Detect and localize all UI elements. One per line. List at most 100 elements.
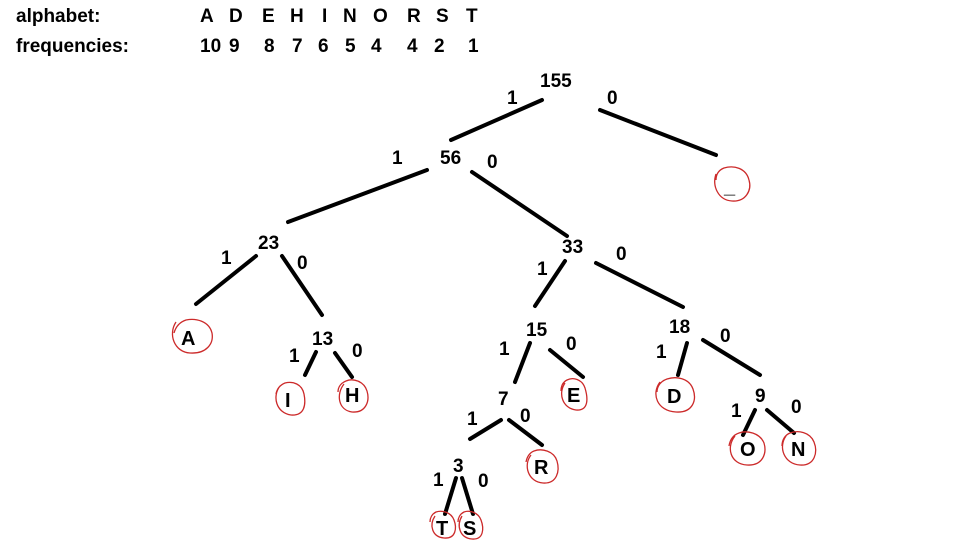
edge-18-right	[701, 338, 762, 377]
edge-9-right	[765, 408, 796, 435]
frequency-A: 10	[200, 36, 221, 57]
leaf-circle	[781, 431, 817, 466]
letter-D: D	[229, 6, 243, 27]
edge-13-right	[333, 351, 354, 379]
frequency-E: 8	[264, 36, 275, 57]
letter-O: O	[373, 6, 388, 27]
frequency-R: 4	[407, 36, 418, 57]
letter-R: R	[407, 6, 421, 27]
node-15: 15	[526, 320, 548, 341]
bit-root-left: 1	[507, 88, 518, 109]
frequencies-label: frequencies:	[16, 36, 129, 57]
frequency-H: 7	[292, 36, 303, 57]
edge-23-right	[280, 254, 324, 317]
leaf-N: N	[781, 431, 817, 466]
leaf-E: E	[560, 378, 588, 411]
tree-edges	[194, 98, 796, 516]
bit-13-right: 0	[352, 341, 363, 362]
bit-56-right: 0	[487, 152, 498, 173]
letter-T: T	[466, 6, 478, 27]
leaf-circle	[714, 166, 751, 202]
letter-A: A	[200, 6, 214, 27]
edge-3-right	[460, 476, 475, 516]
edge-7-right	[507, 418, 544, 447]
edge-23-left	[194, 254, 258, 306]
edge-root-right	[598, 108, 718, 157]
letter-E: E	[262, 6, 275, 27]
letter-N: N	[343, 6, 357, 27]
leaf-label-N: N	[791, 439, 805, 461]
letter-H: H	[290, 6, 304, 27]
bit-23-right: 0	[297, 253, 308, 274]
letter-S: S	[436, 6, 449, 27]
leaf-O: O	[728, 431, 766, 466]
bit-56-left: 1	[392, 148, 403, 169]
bit-3-left: 1	[433, 470, 444, 491]
edge-15-right	[548, 348, 585, 379]
leaf-label-D: D	[667, 386, 681, 408]
frequency-N: 5	[345, 36, 356, 57]
leaf-S: S	[457, 510, 484, 540]
edge-9-left	[741, 408, 757, 437]
leaf-circle	[275, 381, 306, 416]
leaf-circle	[337, 379, 369, 413]
leaf-R: R	[525, 449, 559, 484]
node-9: 9	[755, 386, 766, 407]
leaf-label-E: E	[567, 385, 580, 407]
bit-9-right: 0	[791, 397, 802, 418]
bit-18-right: 0	[720, 326, 731, 347]
leaf-label-H: H	[345, 385, 359, 407]
edge-3-left	[443, 476, 458, 516]
node-56: 56	[440, 148, 461, 169]
alphabet-label: alphabet:	[16, 6, 100, 27]
bit-7-left: 1	[467, 409, 478, 430]
leaf-circle	[655, 377, 696, 413]
letter-I: I	[322, 6, 327, 27]
edge-56-left	[286, 168, 429, 224]
leaf-label-A: A	[181, 328, 195, 350]
leaf-T: T	[429, 510, 457, 540]
frequency-O: 4	[371, 36, 382, 57]
node-3: 3	[453, 456, 464, 477]
bit-13-left: 1	[289, 346, 300, 367]
edge-15-left	[513, 341, 532, 384]
leaf-label-space: _	[723, 176, 736, 198]
leaf-circle	[429, 510, 457, 539]
leaf-label-I: I	[285, 390, 291, 412]
edge-33-left	[533, 259, 567, 308]
leaf-A: A	[171, 318, 213, 354]
bit-15-left: 1	[499, 339, 510, 360]
edge-33-right	[594, 261, 685, 309]
frequency-D: 9	[229, 36, 240, 57]
bit-7-right: 0	[520, 406, 531, 427]
node-23: 23	[258, 233, 279, 254]
leaf-label-R: R	[534, 457, 549, 479]
leaf-label-O: O	[740, 439, 756, 461]
edge-18-left	[676, 341, 689, 377]
leaf-circle	[560, 378, 588, 411]
node-13: 13	[312, 329, 333, 350]
bit-18-left: 1	[656, 342, 667, 363]
node-155: 155	[540, 71, 572, 92]
leaf-label-T: T	[436, 518, 448, 540]
leaf-space: _	[714, 166, 751, 202]
leaf-circle	[457, 510, 484, 540]
bit-33-right: 0	[616, 244, 627, 265]
leaf-H: H	[337, 379, 369, 413]
edge-root-left	[449, 98, 544, 142]
bit-23-left: 1	[221, 248, 232, 269]
edge-56-right	[470, 170, 569, 238]
leaf-D: D	[655, 377, 696, 413]
bit-33-left: 1	[537, 259, 548, 280]
node-18: 18	[669, 317, 690, 338]
edge-7-left	[468, 418, 503, 441]
leaf-circle	[728, 431, 766, 466]
frequency-T: 1	[468, 36, 479, 57]
leaf-circle	[525, 449, 559, 484]
frequency-S: 2	[434, 36, 445, 57]
node-33: 33	[562, 237, 583, 258]
leaf-circle	[171, 318, 213, 354]
edge-13-left	[303, 350, 318, 377]
node-7: 7	[498, 389, 509, 410]
